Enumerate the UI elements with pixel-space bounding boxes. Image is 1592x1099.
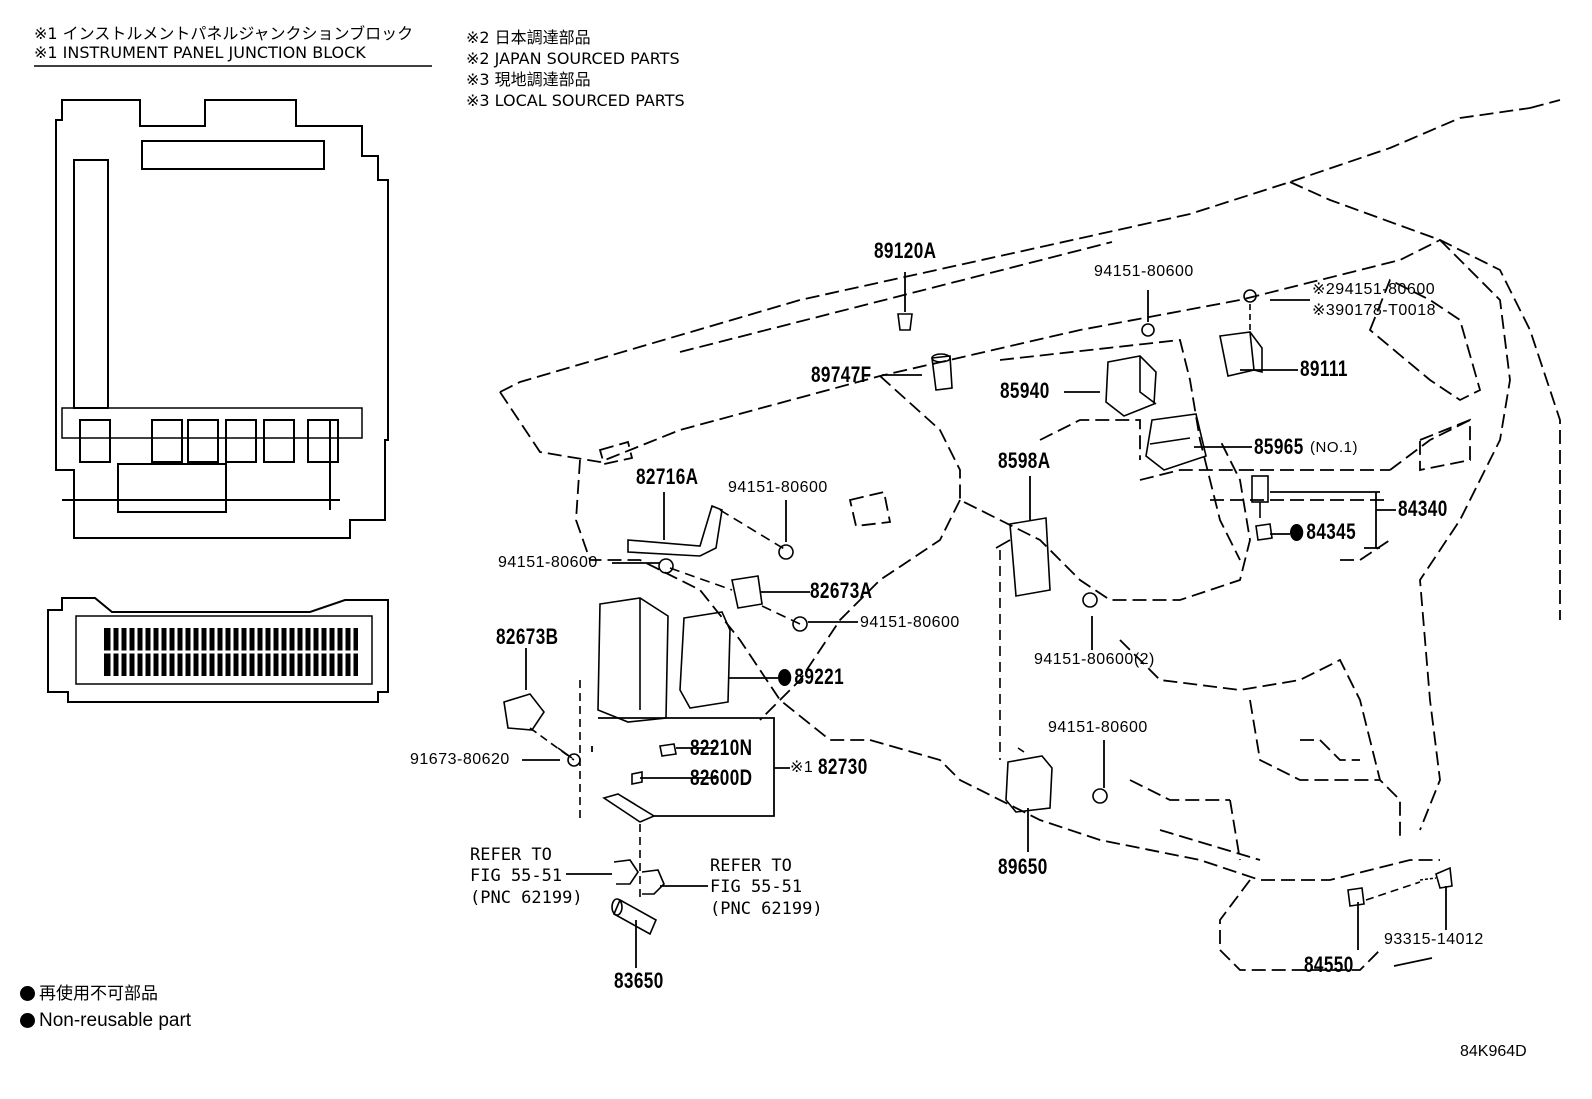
part-82673A[interactable]: 82673A — [810, 578, 873, 603]
part-94151-80600-e[interactable]: 94151-80600 — [1048, 719, 1148, 736]
part-note3-90178-T0018[interactable]: ※390178-T0018 — [1312, 302, 1436, 319]
non-reusable-dot-icon — [20, 986, 35, 1001]
diagram-id: 84K964D — [1460, 1043, 1527, 1060]
part-8598A[interactable]: 8598A — [998, 448, 1051, 473]
part-85965-note: (NO.1) — [1310, 439, 1358, 456]
components — [503, 289, 1453, 936]
legend-english: Non-reusable part — [20, 1011, 191, 1030]
junction-block-side-view — [47, 597, 389, 703]
part-85965[interactable]: 85965 — [1254, 434, 1304, 459]
part-note2-94151-80600[interactable]: ※294151-80600 — [1312, 281, 1436, 298]
note-1-english: ※1 INSTRUMENT PANEL JUNCTION BLOCK — [34, 43, 366, 62]
part-94151-80600-a[interactable]: 94151-80600 — [728, 479, 828, 496]
part-82673B[interactable]: 82673B — [496, 624, 559, 649]
non-reusable-dot-icon — [1290, 524, 1304, 541]
note-3-japanese: ※3 現地調達部品 — [466, 70, 591, 89]
part-94151-80600-top[interactable]: 94151-80600 — [1094, 263, 1194, 280]
part-84345[interactable]: 84345 — [1290, 521, 1356, 543]
refer-to-fig-right[interactable]: REFER TO FIG 55-51 (PNC 62199) — [710, 856, 823, 919]
part-94151-80600-b[interactable]: 94151-80600 — [498, 554, 598, 571]
part-84550[interactable]: 84550 — [1304, 952, 1354, 977]
part-82716A[interactable]: 82716A — [636, 464, 699, 489]
legend-japanese-text: 再使用不可部品 — [39, 984, 158, 1004]
junction-block-top-view — [55, 99, 389, 539]
refer-to-fig-left[interactable]: REFER TO FIG 55-51 (PNC 62199) — [470, 845, 583, 908]
part-94151-80600-2[interactable]: 94151-80600(2) — [1034, 651, 1155, 668]
part-85940[interactable]: 85940 — [1000, 378, 1050, 403]
part-82730[interactable]: 82730 — [818, 754, 868, 779]
note-2-english: ※2 JAPAN SOURCED PARTS — [466, 49, 680, 68]
part-84340[interactable]: 84340 — [1398, 496, 1448, 521]
note-3-english: ※3 LOCAL SOURCED PARTS — [466, 91, 685, 110]
part-82730-note-prefix: ※1 — [790, 759, 814, 776]
legend-english-text: Non-reusable part — [39, 1010, 192, 1031]
part-82600D[interactable]: 82600D — [690, 765, 753, 790]
part-94151-80600-c[interactable]: 94151-80600 — [860, 614, 960, 631]
part-89650[interactable]: 89650 — [998, 854, 1048, 879]
non-reusable-dot-icon — [20, 1013, 35, 1028]
legend-japanese: 再使用不可部品 — [20, 986, 158, 1003]
part-89747F[interactable]: 89747F — [811, 362, 872, 387]
instrument-panel-outline — [499, 99, 1561, 971]
part-91673-80620[interactable]: 91673-80620 — [410, 751, 510, 768]
part-89111[interactable]: 89111 — [1300, 356, 1348, 381]
part-89120A[interactable]: 89120A — [874, 238, 937, 263]
non-reusable-dot-icon — [778, 669, 792, 686]
part-89221[interactable]: 89221 — [778, 666, 844, 688]
note-2-japanese: ※2 日本調達部品 — [466, 28, 591, 47]
part-82210N[interactable]: 82210N — [690, 735, 753, 760]
part-89221-text: 89221 — [794, 664, 845, 689]
part-93315-14012[interactable]: 93315-14012 — [1384, 931, 1484, 948]
leader-lines — [522, 272, 1447, 968]
note-1-japanese: ※1 インストルメントパネルジャンクションブロック — [34, 24, 414, 43]
part-84345-text: 84345 — [1306, 519, 1357, 544]
part-83650[interactable]: 83650 — [614, 968, 664, 993]
